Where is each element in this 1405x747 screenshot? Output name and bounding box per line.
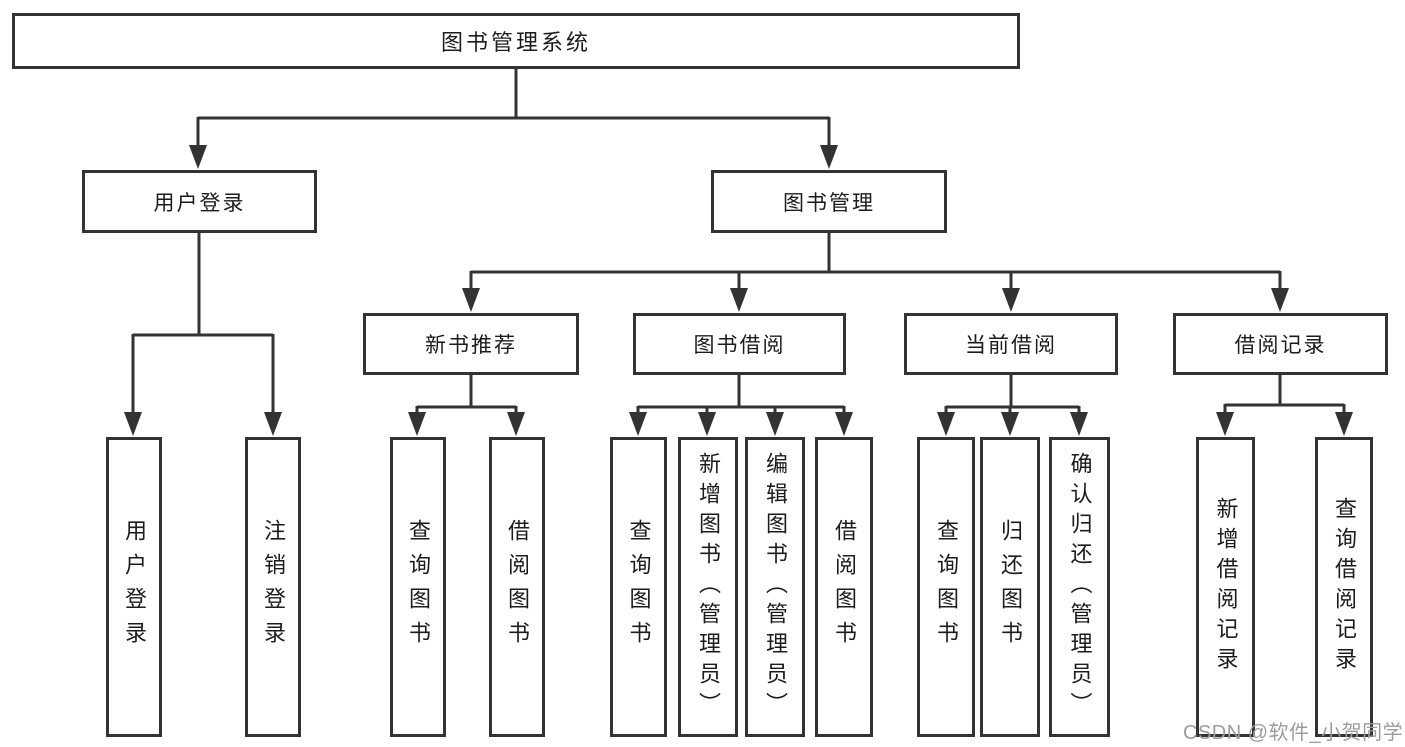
leaf-cb-confirm-return-label: 确认归还（管理员） [1067,452,1093,722]
leaf-bb-borrow-books: 借阅图书 [815,437,873,737]
node-current-borrowing: 当前借阅 [904,313,1118,375]
node-new-book-recommend-label: 新书推荐 [425,334,517,357]
leaf-bb-borrow-books-label: 借阅图书 [832,519,857,655]
leaf-bb-edit-books-label: 编辑图书（管理员） [763,452,788,722]
leaf-bb-add-books-label: 新增图书（管理员） [696,452,721,722]
node-book-borrowing: 图书借阅 [633,313,846,375]
node-book-management: 图书管理 [711,170,947,233]
arrowheads [124,145,1353,436]
node-borrowing-records-label: 借阅记录 [1234,334,1327,357]
leaf-cb-query-books: 查询图书 [917,437,975,737]
node-borrowing-records: 借阅记录 [1173,313,1388,375]
node-book-borrowing-label: 图书借阅 [693,334,786,357]
node-new-book-recommend: 新书推荐 [363,313,579,375]
leaf-bb-query-books: 查询图书 [610,437,667,737]
leaf-nb-borrow-books: 借阅图书 [489,437,545,737]
leaf-nb-borrow-books-label: 借阅图书 [505,519,530,655]
leaf-br-add-record: 新增借阅记录 [1196,437,1255,737]
node-root-system-label: 图书管理系统 [440,30,591,55]
node-user-login: 用户登录 [82,170,317,233]
node-user-login-label: 用户登录 [153,191,246,215]
node-current-borrowing-label: 当前借阅 [965,334,1057,357]
leaf-bb-edit-books: 编辑图书（管理员） [745,437,805,737]
leaf-bb-query-books-label: 查询图书 [626,519,652,655]
csdn-watermark: CSDN @软件_小贺同学 [1183,722,1404,744]
leaf-cb-return-books-label: 归还图书 [998,519,1023,655]
leaf-cb-query-books-label: 查询图书 [934,519,959,655]
leaf-bb-add-books: 新增图书（管理员） [678,437,738,737]
leaf-cb-confirm-return: 确认归还（管理员） [1049,437,1110,737]
leaf-user-login: 用户登录 [106,437,162,737]
leaf-logout: 注销登录 [245,437,301,737]
node-book-management-label: 图书管理 [783,191,875,215]
leaf-br-query-record: 查询借阅记录 [1315,437,1373,737]
leaf-cb-return-books: 归还图书 [980,437,1040,737]
leaf-br-add-record-label: 新增借阅记录 [1213,497,1239,677]
node-root-system: 图书管理系统 [12,13,1020,69]
leaf-user-login-label: 用户登录 [122,519,147,655]
leaf-br-query-record-label: 查询借阅记录 [1332,497,1357,677]
leaf-nb-query-books: 查询图书 [390,437,446,737]
leaf-nb-query-books-label: 查询图书 [406,519,431,655]
leaf-logout-label: 注销登录 [261,519,286,655]
